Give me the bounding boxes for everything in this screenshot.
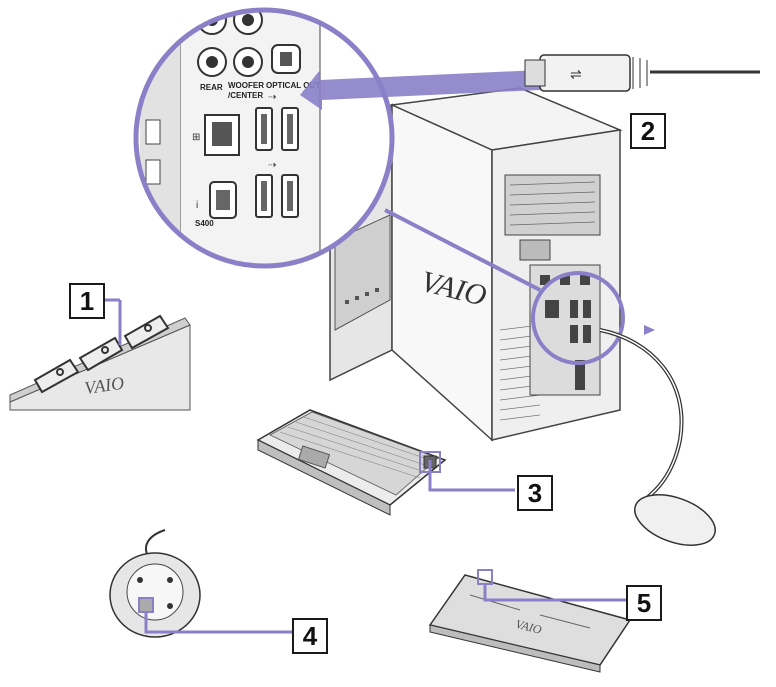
callout-3: 3 [517, 475, 553, 511]
desktop-tower: VAIO [329, 87, 623, 442]
callout-5: 5 [626, 585, 662, 621]
usb-icon: ⇢ [268, 92, 276, 103]
ilink-icon: i [196, 200, 198, 211]
receiver-puck [109, 529, 292, 638]
usb-arrow [300, 70, 540, 110]
callout-2: 2 [630, 113, 666, 149]
ethernet-icon: ⊞ [192, 132, 200, 143]
callout-1: 1 [69, 283, 105, 319]
rear-label: REAR [200, 83, 223, 92]
usb-icon: ⇢ [268, 160, 276, 171]
keyboard [256, 409, 515, 516]
keyboard-logo: VAIO [514, 617, 543, 637]
tower-port-highlight [531, 271, 625, 365]
optical-label: OPTICAL OUT [266, 81, 320, 90]
hinge-panel: VAIO [9, 298, 191, 411]
port-magnifier: FRONT REAR WOOFER /CENTER OPTICAL OUT ⇢ … [133, 7, 625, 365]
usb-cable: ⇌ [524, 54, 761, 92]
woofer-label: WOOFER [228, 81, 264, 90]
front-vent [345, 288, 379, 304]
s400-label: S400 [195, 219, 214, 228]
callout-4: 4 [292, 618, 328, 654]
usb-plug-icon: ⇌ [570, 66, 582, 82]
receiver-cable [599, 325, 716, 546]
keyboard-underside: VAIO [428, 569, 632, 673]
center-label: /CENTER [228, 91, 263, 100]
connect-arrow [644, 325, 655, 335]
